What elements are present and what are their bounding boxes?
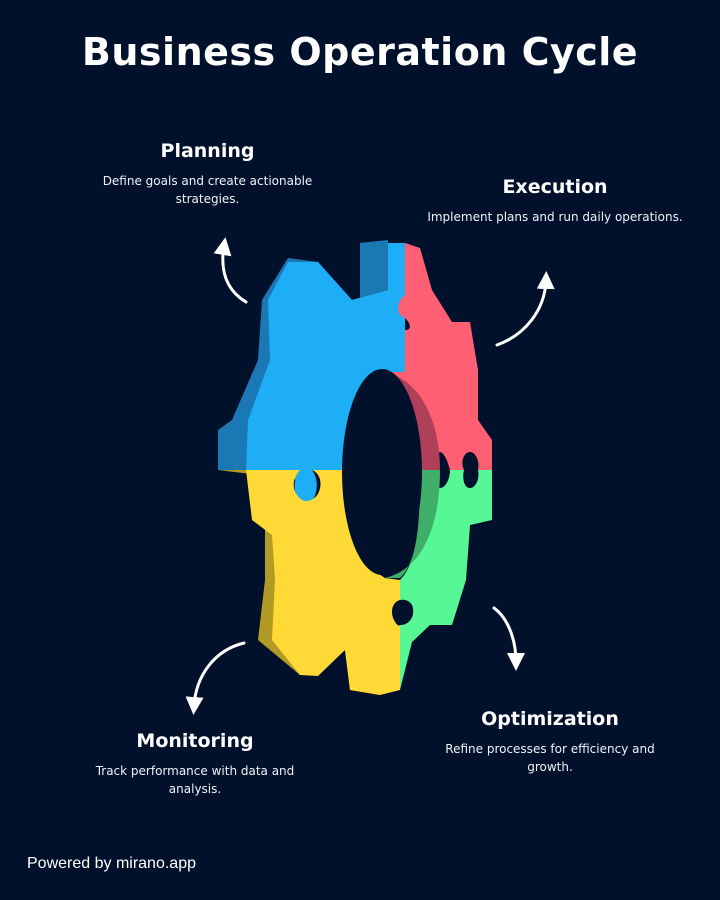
monitoring-segment bbox=[246, 470, 400, 695]
execution-description: Implement plans and run daily operations… bbox=[427, 210, 683, 224]
powered-by-link[interactable]: Powered by mirano.app bbox=[27, 855, 196, 872]
page-title: Business Operation Cycle bbox=[81, 30, 639, 74]
optimization-description: Refine processes for efficiency and grow… bbox=[445, 742, 655, 774]
planning-segment-body bbox=[246, 243, 405, 506]
gear-hub bbox=[342, 369, 422, 575]
monitoring-description: Track performance with data and analysis… bbox=[95, 764, 295, 796]
planning-description: Define goals and create actionable strat… bbox=[102, 174, 313, 206]
monitoring-arrow bbox=[185, 641, 246, 715]
execution-label: Execution Implement plans and run daily … bbox=[410, 176, 700, 226]
optimization-heading: Optimization bbox=[481, 708, 619, 730]
optimization-label: Optimization Refine processes for effici… bbox=[430, 708, 670, 776]
optimization-arrow bbox=[492, 606, 525, 671]
monitoring-heading: Monitoring bbox=[136, 730, 254, 752]
planning-heading: Planning bbox=[160, 140, 255, 162]
optimization-ring bbox=[385, 470, 440, 578]
planning-label: Planning Define goals and create actiona… bbox=[85, 140, 330, 208]
execution-segment bbox=[385, 243, 492, 470]
monitoring-label: Monitoring Track performance with data a… bbox=[80, 730, 310, 798]
execution-heading: Execution bbox=[502, 176, 608, 198]
execution-arrow bbox=[495, 271, 555, 347]
planning-arrow bbox=[213, 237, 248, 304]
execution-ring bbox=[385, 372, 440, 470]
